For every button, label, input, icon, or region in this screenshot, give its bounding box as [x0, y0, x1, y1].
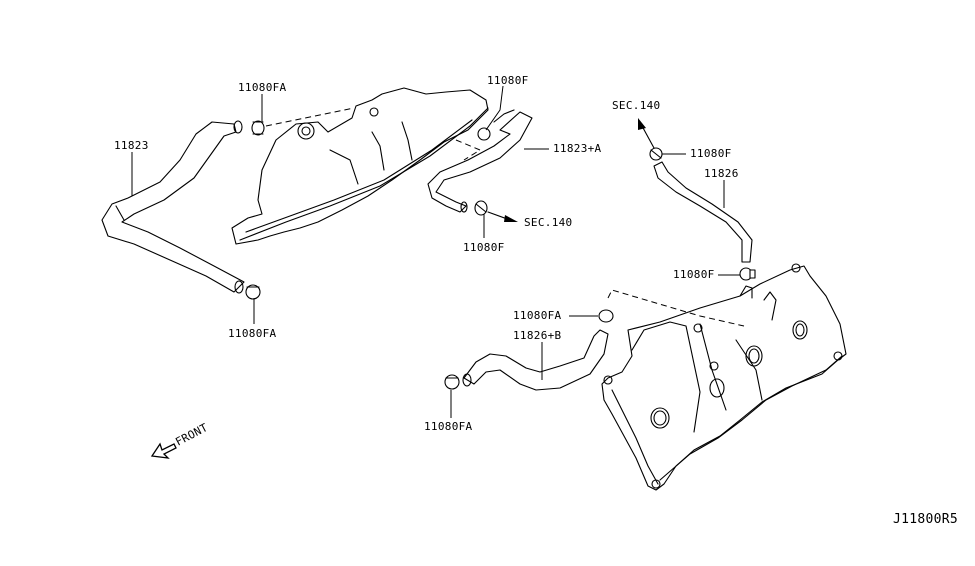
callout-11080f-right: 11080F — [673, 268, 715, 281]
front-arrow-icon — [150, 442, 177, 459]
hose-clamp-11080f-upper — [477, 127, 491, 141]
hose-clamp-11080fa-right — [598, 309, 614, 323]
arrow-to-sec140-top — [641, 125, 655, 149]
hose-clamp-11080f-mid-right — [739, 267, 756, 281]
leader-dashed — [265, 107, 355, 127]
callout-11823-plus-a: 11823+A — [553, 142, 602, 155]
hose-clamp-11080f-lower — [474, 200, 488, 216]
callout-sec140-top-right: SEC.140 — [612, 99, 660, 112]
leader-lines — [131, 85, 740, 418]
front-direction-indicator: FRONT — [150, 421, 210, 459]
callout-11080fa-top: 11080FA — [238, 81, 287, 94]
callout-11080f-middle: 11080F — [463, 241, 505, 254]
hose-11823 — [101, 120, 245, 294]
hose-11823-plus-a — [427, 109, 533, 213]
callout-11823: 11823 — [114, 139, 149, 152]
rocker-cover-right — [601, 263, 847, 491]
leader-dashed — [455, 139, 482, 161]
callout-11080fa-lower-left: 11080FA — [424, 420, 473, 433]
callout-11080f-top-right: 11080F — [690, 147, 732, 160]
arrow-head-icon — [504, 215, 518, 222]
hose-clamp-11080fa-top — [251, 120, 265, 136]
callout-11826: 11826 — [704, 167, 739, 180]
callout-sec140-middle: SEC.140 — [524, 216, 572, 229]
hose-clamp-11080fa-lower-left — [444, 374, 460, 390]
front-label: FRONT — [173, 421, 210, 449]
rocker-cover-left — [231, 87, 489, 245]
hose-clamp-11080fa-bottom — [245, 284, 261, 300]
callout-11080f-top-middle: 11080F — [487, 74, 529, 87]
leader-dashed — [607, 289, 745, 327]
hose-11826-plus-b — [462, 329, 609, 391]
callout-11080fa-right: 11080FA — [513, 309, 562, 322]
callout-11826-plus-b: 11826+B — [513, 329, 562, 342]
diagram-id: J11800R5 — [893, 512, 958, 527]
hose-11826 — [653, 161, 753, 263]
arrow-head-icon — [638, 118, 646, 130]
hose-clamp-11080f-top-right — [649, 147, 663, 161]
callout-11080fa-bottom-left: 11080FA — [228, 327, 277, 340]
